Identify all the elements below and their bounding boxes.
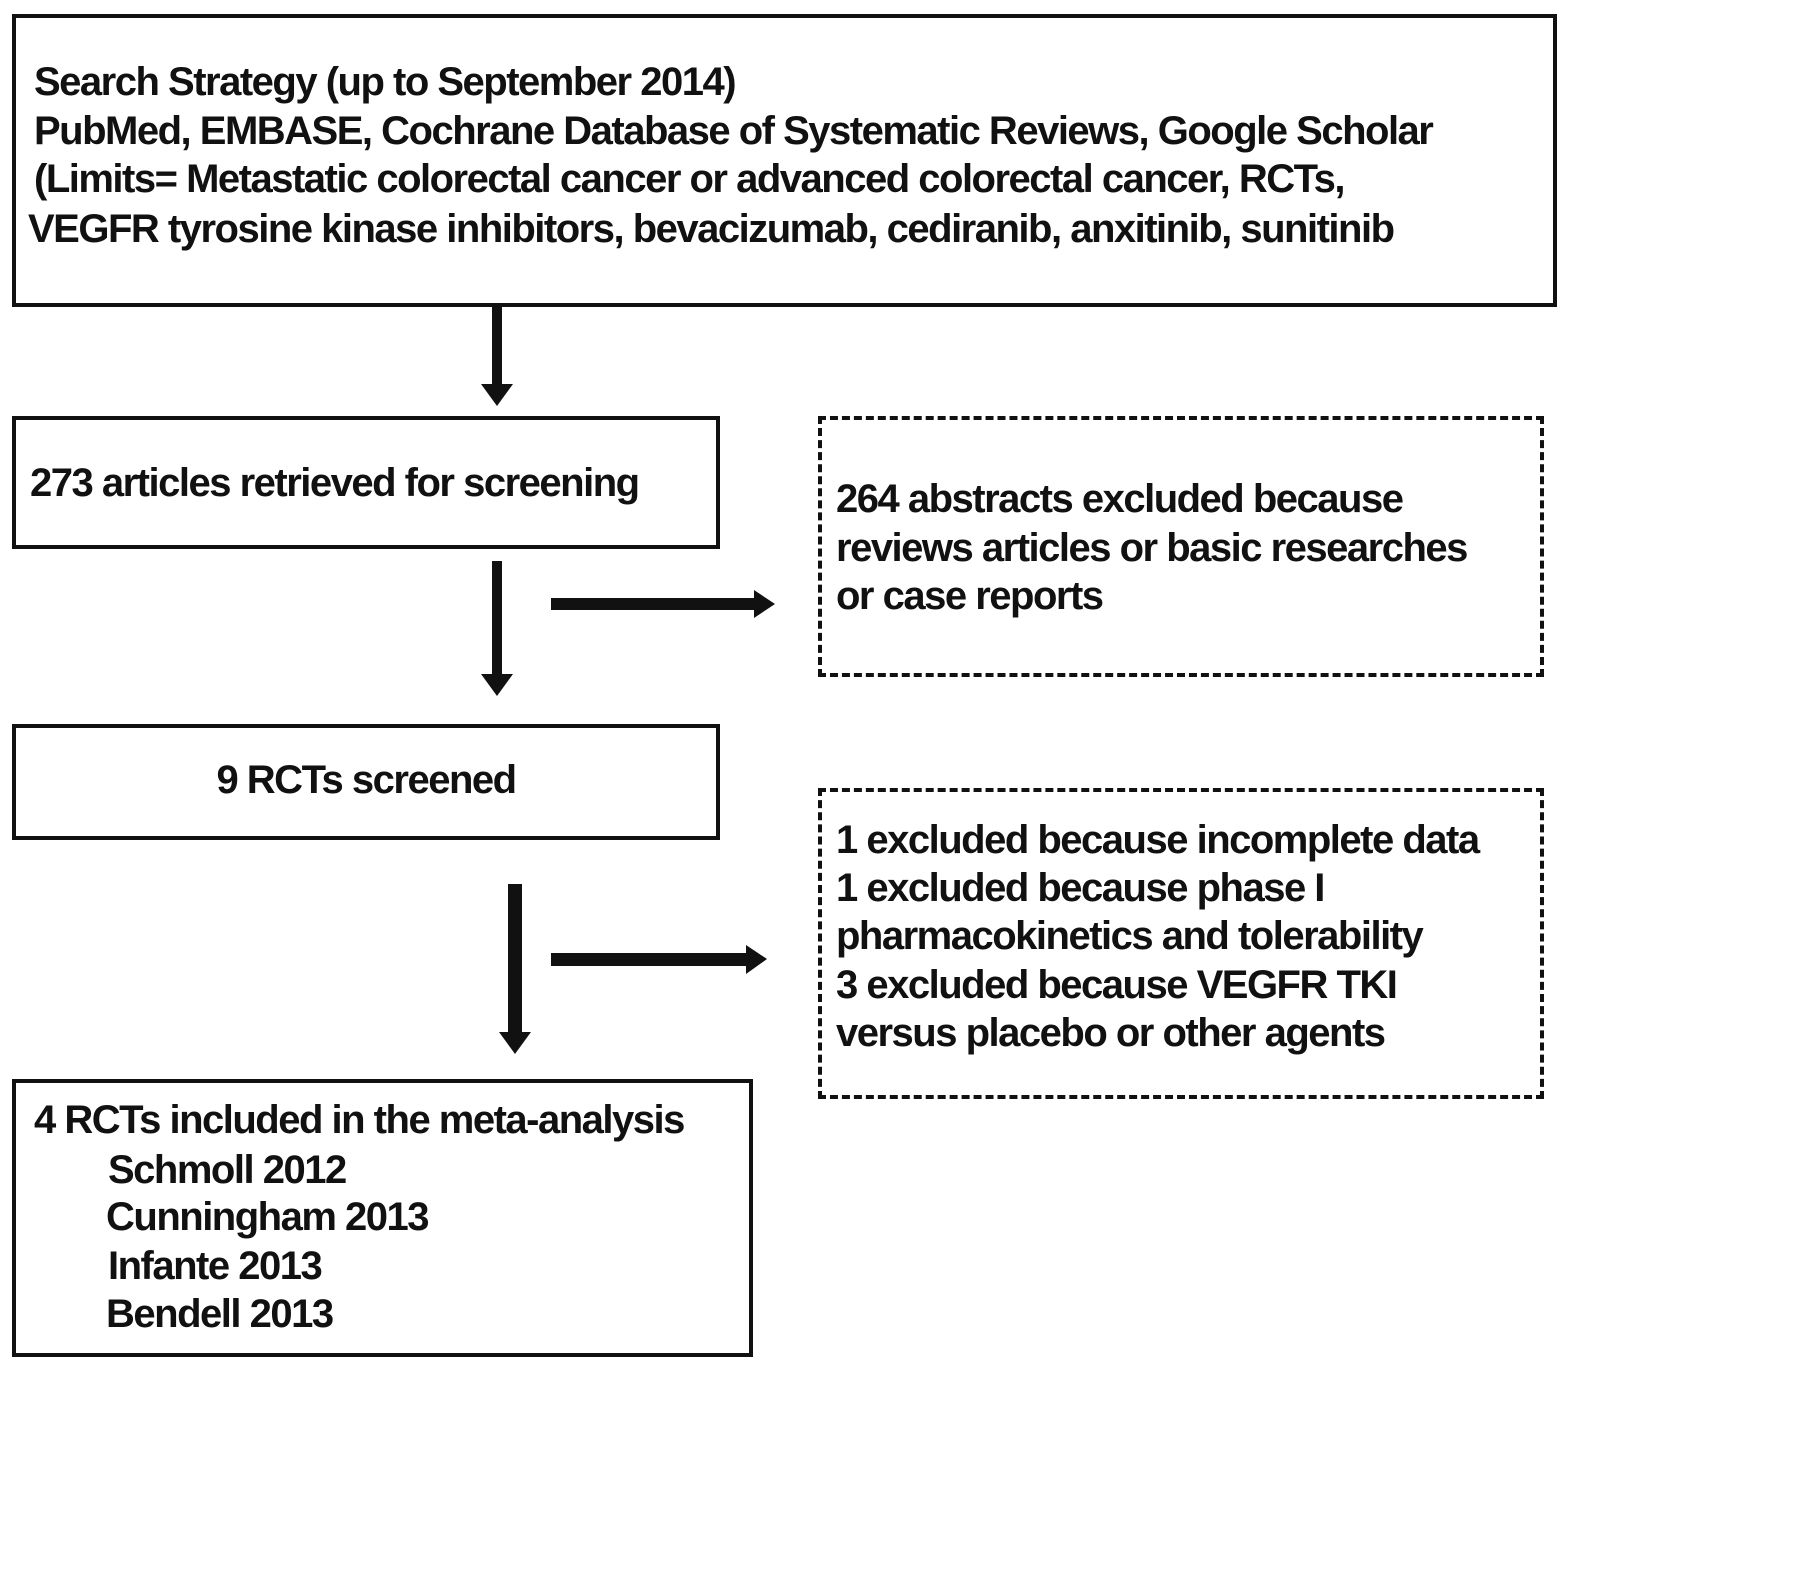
excluded-abstracts-line-2: reviews articles or basic researches — [836, 526, 1468, 570]
excluded-rcts-line-2: 1 excluded because phase I — [836, 866, 1325, 910]
articles-retrieved-box — [12, 416, 720, 549]
search-limits-line-2: VEGFR tyrosine kinase inhibitors, bevaci… — [28, 207, 1395, 251]
included-rcts-box — [12, 1079, 753, 1357]
excluded-abstracts-box — [818, 416, 1544, 677]
search-limits-line-1: (Limits= Metastatic colorectal cancer or… — [34, 157, 1345, 201]
rcts-screened-label: 9 RCTs screened — [216, 758, 517, 802]
excluded-abstracts-line-3: or case reports — [836, 574, 1104, 618]
excluded-rcts-line-3: pharmacokinetics and tolerability — [836, 914, 1424, 958]
included-study-3: Infante 2013 — [108, 1244, 323, 1288]
included-study-2: Cunningham 2013 — [106, 1195, 430, 1239]
search-strategy-title: Search Strategy (up to September 2014) — [34, 60, 737, 104]
arrow-down-2 — [481, 561, 513, 696]
arrow-right-2 — [551, 945, 767, 974]
excluded-abstracts-line-1: 264 abstracts excluded because — [836, 477, 1404, 521]
included-rcts-title: 4 RCTs included in the meta-analysis — [34, 1098, 685, 1142]
excluded-rcts-line-4: 3 excluded because VEGFR TKI — [836, 963, 1398, 1007]
articles-retrieved-label: 273 articles retrieved for screening — [30, 461, 640, 505]
arrow-down-1 — [481, 307, 513, 406]
search-databases: PubMed, EMBASE, Cochrane Database of Sys… — [34, 109, 1434, 153]
rcts-screened-box — [12, 724, 720, 840]
excluded-rcts-line-5: versus placebo or other agents — [836, 1011, 1386, 1055]
arrow-right-1 — [551, 590, 775, 618]
included-study-4: Bendell 2013 — [106, 1292, 334, 1336]
arrow-down-3 — [499, 884, 531, 1054]
excluded-rcts-box — [818, 788, 1544, 1099]
included-study-1: Schmoll 2012 — [108, 1148, 347, 1192]
excluded-rcts-line-1: 1 excluded because incomplete data — [836, 818, 1480, 862]
search-strategy-box — [12, 14, 1557, 307]
